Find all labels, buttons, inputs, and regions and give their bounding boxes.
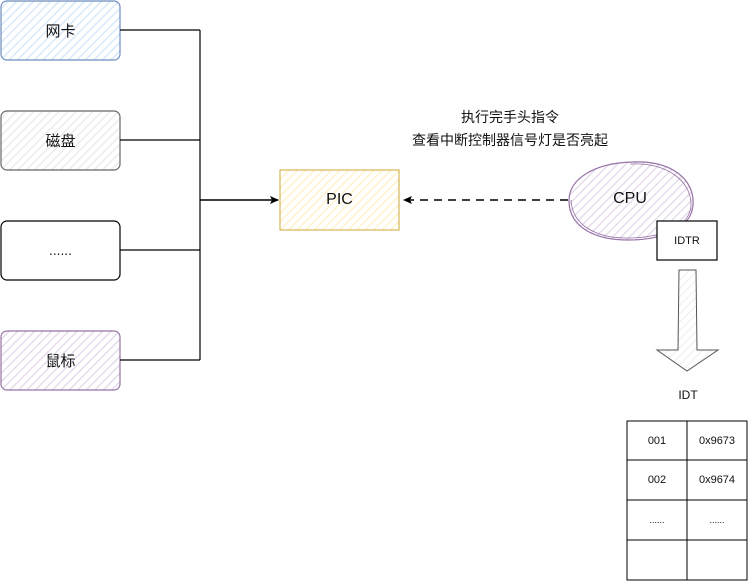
annotation-line-1: 执行完手头指令 bbox=[461, 110, 559, 126]
idt-cell-address bbox=[687, 540, 747, 580]
annotation-line-2: 查看中断控制器信号灯是否亮起 bbox=[412, 133, 608, 149]
idt-cell-vector: 002 bbox=[647, 474, 667, 486]
idt-cell-address: 0x9673 bbox=[698, 434, 736, 447]
pic-box[interactable] bbox=[279, 169, 400, 231]
idt-cell-vector bbox=[627, 540, 687, 580]
device-mouse-label: 鼠标 bbox=[45, 352, 76, 370]
bus-lines bbox=[120, 29, 279, 361]
idt-label: IDT bbox=[678, 388, 698, 402]
device-other-label: ...... bbox=[49, 243, 72, 258]
idt-cell-vector: ...... bbox=[649, 515, 665, 525]
device-nic-label: 网卡 bbox=[45, 22, 76, 40]
pic-label: PIC bbox=[326, 191, 353, 208]
idt-cell-vector: 001 bbox=[647, 434, 667, 447]
down-arrow bbox=[655, 269, 720, 372]
idt-cell-address: ...... bbox=[709, 515, 725, 525]
cpu-label: CPU bbox=[613, 190, 647, 207]
device-disk-label: 磁盘 bbox=[45, 132, 76, 150]
idtr-label: IDTR bbox=[674, 234, 700, 247]
idt-table bbox=[626, 420, 748, 581]
idt-cell-address: 0x9674 bbox=[698, 474, 736, 486]
idtr-box[interactable] bbox=[656, 220, 718, 261]
